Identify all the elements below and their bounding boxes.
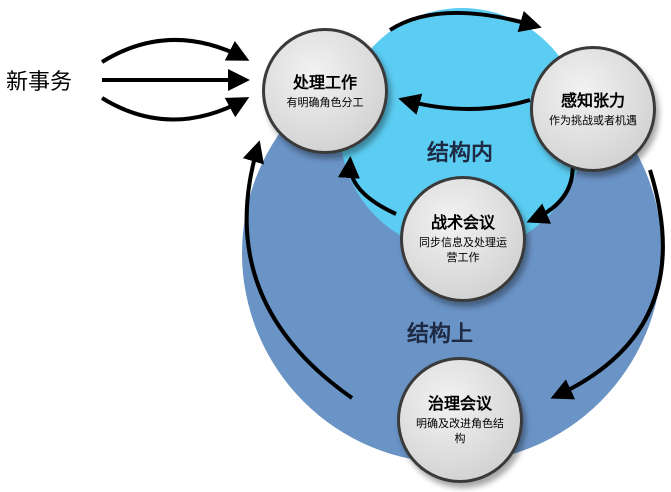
node-tactical-meeting-title: 战术会议	[430, 213, 495, 232]
node-sense-tension-subtitle: 作为挑战或者机遇	[549, 113, 637, 127]
node-governance-meeting: 治理会议 明确及改进角色结构	[397, 357, 523, 483]
node-governance-meeting-title: 治理会议	[427, 394, 492, 413]
arrow-tension-to-work	[398, 93, 531, 115]
arrow-outer-to-governance	[550, 169, 665, 400]
inner-structure-label: 结构内	[427, 141, 494, 166]
node-tactical-meeting-subtitle: 同步信息及处理运营工作	[419, 236, 507, 264]
arrow-work-to-tension	[388, 10, 542, 33]
node-handle-work-title: 处理工作	[292, 72, 357, 92]
inner-structure-circle	[340, 8, 584, 252]
arrow-outer-to-work	[242, 140, 354, 400]
arrow-tactical-to-work	[337, 156, 397, 216]
node-governance-meeting-subtitle: 明确及改进角色结构	[416, 417, 504, 445]
node-handle-work: 处理工作 有明确角色分工	[262, 28, 388, 154]
node-tactical-meeting: 战术会议 同步信息及处理运营工作	[400, 176, 526, 302]
new-affair-arrow-top	[100, 37, 250, 64]
new-affair-arrow-bottom	[100, 96, 250, 122]
new-affairs-label: 新事务	[6, 70, 73, 95]
node-sense-tension-title: 感知张力	[560, 90, 625, 110]
node-handle-work-subtitle: 有明确角色分工	[286, 95, 364, 109]
outer-structure-label: 结构上	[407, 322, 474, 347]
node-sense-tension: 感知张力 作为挑战或者机遇	[530, 46, 656, 172]
